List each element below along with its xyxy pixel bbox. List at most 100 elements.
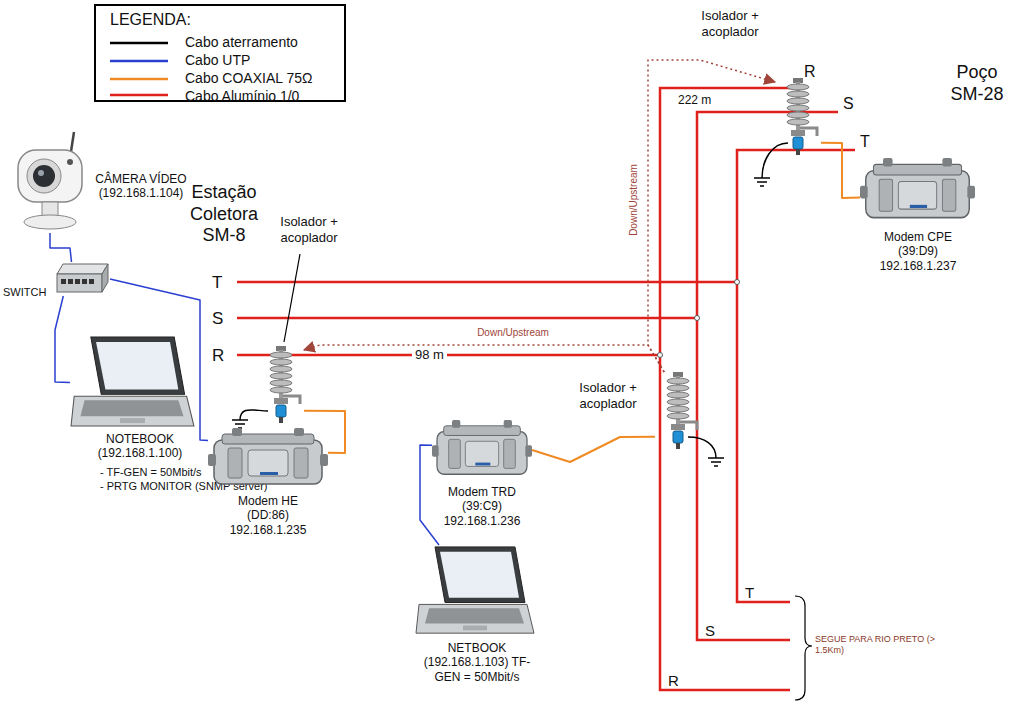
isolator-coupler: Isolador + acoplador [775, 78, 821, 158]
bracket [795, 596, 812, 700]
phase-letter: S [705, 622, 715, 640]
phase-letter: S [212, 309, 223, 329]
ground-symbol [235, 423, 245, 425]
isolator-coupler: Isolador + acoplador [258, 346, 304, 426]
device-label: Isolador + acoplador [566, 380, 650, 411]
device-label: Isolador + acoplador [688, 8, 772, 39]
ground-symbol [711, 461, 721, 463]
legend-entry: Cabo UTP [185, 52, 250, 69]
junction-dot [658, 353, 663, 358]
ground-symbol [760, 185, 764, 187]
modem-device-icon [860, 158, 975, 218]
ground-symbol [714, 465, 718, 467]
ground-cable [762, 143, 788, 178]
legend-title: LEGENDA: [110, 10, 191, 29]
legend-sample-lines [110, 78, 168, 81]
bracket [795, 596, 812, 700]
modem-device: Modem HE (DD:86) 192.168.1.235 [208, 428, 328, 490]
video-camera: CÂMERA VÍDEO (192.168.1.104) [8, 128, 92, 233]
netbook-computer-icon [416, 547, 534, 633]
legend-sample-lines [110, 43, 168, 95]
junction-dot [735, 280, 740, 285]
device-label: NETBOOK (192.168.1.103) TF-GEN = 50Mbit/… [418, 641, 536, 684]
legend-entry: Cabo aterramento [185, 34, 298, 51]
utp-cable [55, 296, 70, 383]
well-name: Poço SM-28 [945, 62, 1009, 105]
ground-symbol [232, 178, 770, 466]
phase-letter: S [843, 94, 854, 113]
device-label: Isolador + acoplador [268, 214, 350, 245]
power-line [237, 112, 838, 318]
legend-frame [95, 5, 345, 101]
device-label: CÂMERA VÍDEO (192.168.1.104) [95, 172, 187, 201]
notebook-computer: NOTEBOOK (192.168.1.100)- TF-GEN = 50Mbi… [70, 335, 195, 430]
junction-dot [695, 316, 700, 321]
note-label: SEGUE PARA RIO PRETO (> 1.5Km) [815, 634, 935, 656]
modem-device: Modem TRD (39:C9) 192.168.1.236 [432, 420, 532, 480]
modem-device-icon [860, 158, 975, 224]
phase-letter: T [860, 132, 870, 151]
device-label: SWITCH [3, 286, 55, 299]
ground-cable [688, 437, 716, 458]
phase-letter: R [212, 346, 224, 366]
power-line [237, 88, 800, 355]
modem-device: Modem CPE (39:D9) 192.168.1.237 [860, 158, 975, 224]
phase-letter: R [668, 672, 679, 690]
signal-path [304, 345, 664, 372]
isolator-coupler: Isolador + acoplador [655, 372, 701, 452]
isolator-coupler-icon [270, 346, 300, 423]
ground-symbol [757, 181, 767, 183]
distance-label: 222 m [678, 93, 711, 107]
modem-device-icon [432, 420, 532, 474]
isolator-coupler-icon [667, 372, 697, 449]
video-camera-icon [8, 128, 92, 233]
coaxial-cable [821, 143, 860, 198]
device-label: Modem CPE (39:D9) 192.168.1.237 [868, 230, 968, 273]
phase-letter: R [804, 62, 816, 81]
notebook-computer-icon [71, 337, 194, 426]
ground-cable [240, 143, 788, 458]
device-label: NOTEBOOK (192.168.1.100) [85, 432, 195, 461]
power-line [697, 318, 790, 640]
ground-symbol [708, 457, 724, 459]
junction-dot [658, 280, 740, 358]
netbook-computer-icon [415, 545, 535, 637]
utp-cable [50, 233, 72, 262]
coaxial-cable [532, 437, 655, 462]
network-switch-icon [57, 264, 108, 292]
video-camera-icon [18, 132, 82, 229]
distance-label: 98 m [412, 347, 447, 363]
legend-sample-lines [110, 42, 168, 45]
legend-sample-lines [110, 94, 168, 97]
edge-label: Down/Upstream [628, 150, 640, 250]
netbook-computer: NETBOOK (192.168.1.103) TF-GEN = 50Mbit/… [415, 545, 535, 637]
edge-label: Down/Upstream [468, 327, 558, 339]
leader-line [284, 254, 300, 342]
ground-symbol [232, 419, 248, 421]
ground-cable [240, 410, 268, 420]
isolator-coupler-icon [258, 346, 304, 426]
station-name: Estação Coletora SM-8 [185, 182, 263, 247]
power-line [737, 282, 790, 602]
utp-cable [420, 445, 439, 545]
device-label: Modem TRD (39:C9) 192.168.1.236 [432, 485, 532, 528]
power-line [237, 88, 855, 690]
legend-sample-lines [110, 60, 168, 63]
modem-device-icon [208, 428, 328, 490]
modem-device-icon [432, 420, 532, 480]
network-switch-icon [55, 262, 110, 296]
modem-device-icon [208, 428, 328, 484]
device-label: Modem HE (DD:86) 192.168.1.235 [220, 494, 316, 537]
phase-letter: T [212, 273, 222, 293]
phase-letter: T [745, 584, 754, 602]
legend-frame [95, 5, 345, 101]
isolator-coupler-icon [787, 78, 817, 155]
leader-line [284, 254, 300, 342]
signal-path [648, 60, 775, 372]
isolator-coupler-icon [775, 78, 821, 158]
notebook-computer-icon [70, 335, 195, 430]
ground-symbol [754, 177, 770, 179]
legend-entry: Cabo COAXIAL 75Ω [185, 70, 312, 87]
network-switch: SWITCH [55, 262, 110, 296]
